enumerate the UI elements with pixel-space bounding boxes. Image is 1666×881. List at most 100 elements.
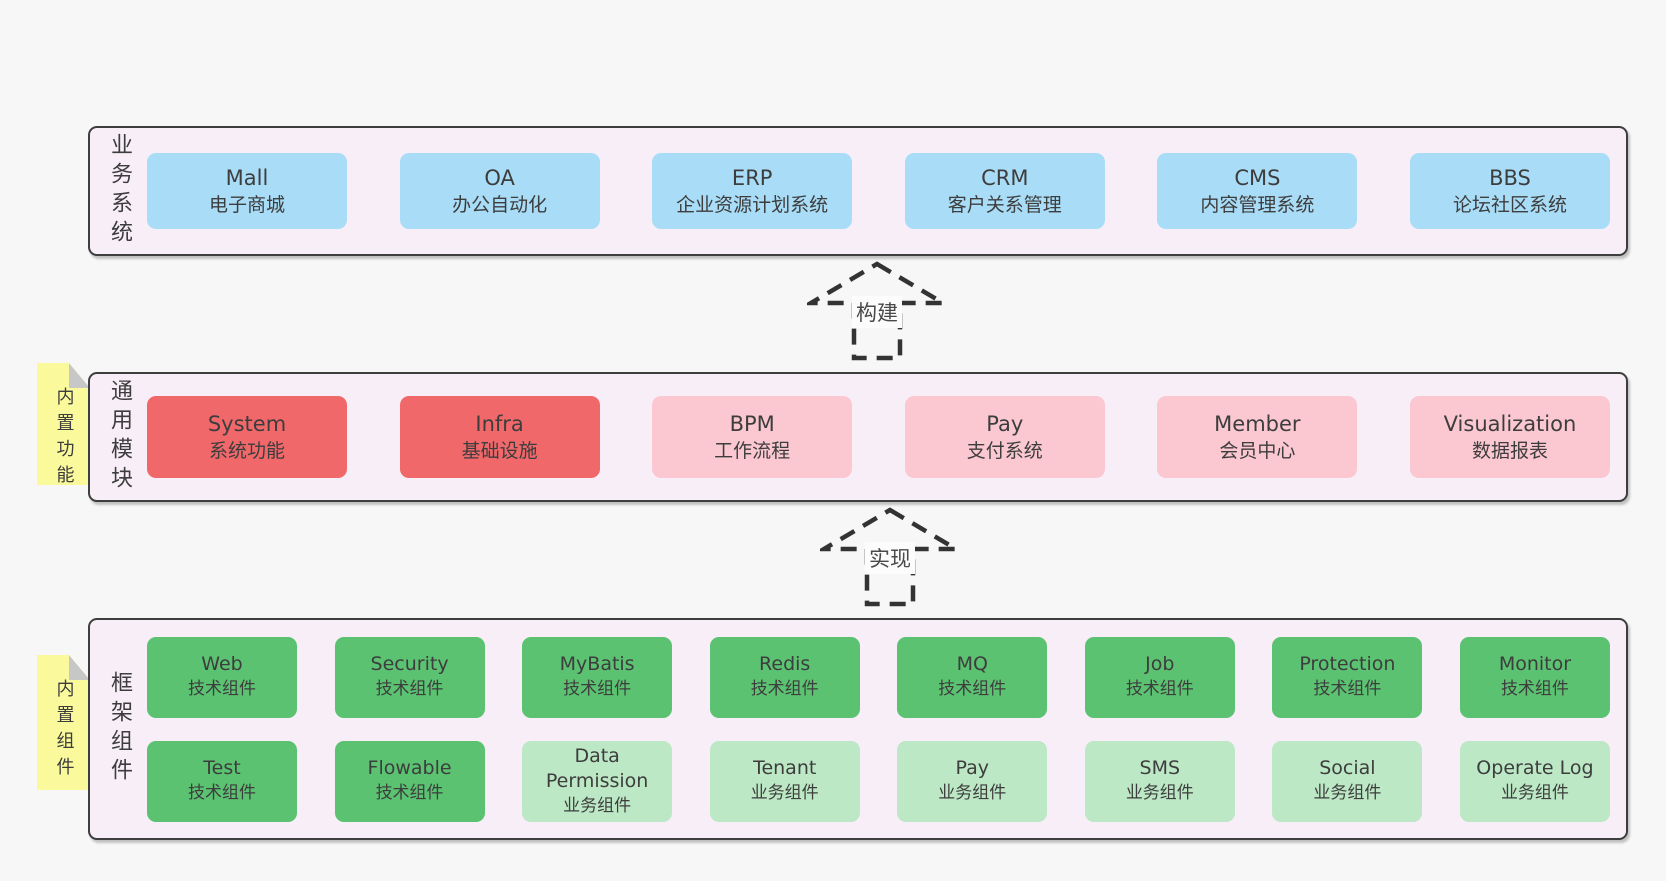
node-description: 技术组件 [188,783,256,803]
node-description: 会员中心 [1219,439,1296,462]
node-description: 技术组件 [563,679,632,699]
node-description: 业务组件 [1125,783,1194,803]
node-description: 数据报表 [1471,439,1548,462]
node-oa: OA 办公自动化 [399,153,600,229]
node-monitor: Monitor 技术组件 [1459,636,1610,718]
node-description: 系统功能 [208,439,285,462]
node-description: 技术组件 [188,679,256,699]
node-description: 电子商城 [208,193,285,216]
node-description: 技术组件 [375,679,444,699]
node-name: ERP [731,165,773,190]
node-security: Security 技术组件 [334,636,485,718]
node-description: 业务组件 [750,783,819,803]
node-mall: Mall 电子商城 [147,153,347,229]
node-description: 技术组件 [1313,679,1382,699]
node-description: 内容管理系统 [1200,193,1315,216]
node-description: 客户关系管理 [947,193,1062,216]
node-name: CRM [981,165,1029,190]
node-description: 技术组件 [375,783,444,803]
node-cms: CMS 内容管理系统 [1157,153,1358,229]
node-description: 技术组件 [750,679,819,699]
node-name: Pay [986,411,1024,436]
node-system: System 系统功能 [147,396,347,478]
node-name: Social [1319,757,1376,779]
sticky-tag-label: 内置组件 [53,679,75,783]
node-description: 技术组件 [938,679,1007,699]
arrow-implement-label: 实现 [865,542,915,574]
up-arrow-icon [807,261,947,361]
node-mybatis: MyBatis 技术组件 [522,636,673,718]
band-framework-components: 框架组件 Web 技术组件 Security 技术组件 MyBatis 技术组件 Redis 技… [88,618,1628,840]
arrow-build: 构建 [807,260,947,362]
node-name: Protection [1299,653,1396,675]
node-name: Data Permission [545,744,649,792]
sticky-tag-label: 内置功能 [53,387,75,491]
node-name: Job [1145,653,1175,675]
node-bpm: BPM 工作流程 [652,396,853,478]
node-name: Monitor [1498,653,1572,675]
node-description: 办公自动化 [452,193,548,216]
node-description: 工作流程 [714,439,791,462]
node-infra: Infra 基础设施 [399,396,600,478]
node-description: 论坛社区系统 [1452,193,1567,216]
sticky-tag-builtin-features: 内置功能 [37,363,90,485]
node-name: Flowable [367,757,452,779]
node-name: Operate Log [1476,757,1594,779]
arrow-implement: 实现 [820,506,960,608]
band-title: 通用模块 [107,379,132,495]
node-crm: CRM 客户关系管理 [904,153,1105,229]
node-name: System [207,411,287,436]
node-name: MQ [956,653,988,675]
node-description: 业务组件 [1500,783,1569,803]
node-name: Security [370,653,449,675]
node-web: Web 技术组件 [147,636,297,718]
node-name: Visualization [1443,411,1577,436]
node-description: 技术组件 [1500,679,1569,699]
folded-corner-icon [69,655,90,680]
node-protection: Protection 技术组件 [1272,636,1423,718]
node-name: MyBatis [559,653,635,675]
node-flowable: Flowable 技术组件 [334,740,485,822]
node-name: Web [201,653,243,675]
folded-corner-icon [69,363,90,388]
node-description: 技术组件 [1125,679,1194,699]
node-name: Mall [225,165,269,190]
node-description: 基础设施 [461,439,538,462]
node-name: BPM [729,411,775,436]
node-tenant: Tenant 业务组件 [709,740,860,822]
node-name: Infra [475,411,524,436]
node-name: Redis [759,653,811,675]
node-mq: MQ 技术组件 [897,636,1048,718]
node-name: OA [484,165,515,190]
node-name: CMS [1234,165,1281,190]
node-description: 业务组件 [563,795,632,816]
sticky-tag-builtin-components: 内置组件 [37,655,90,790]
node-description: 业务组件 [938,783,1007,803]
node-bbs: BBS 论坛社区系统 [1409,153,1610,229]
node-data-permission: Data Permission 业务组件 [522,740,673,822]
node-redis: Redis 技术组件 [709,636,860,718]
node-name: Tenant [753,757,817,779]
band-title: 业务系统 [107,133,132,249]
up-arrow-icon [820,507,960,607]
band-title: 框架组件 [107,671,132,787]
node-operate-log: Operate Log 业务组件 [1459,740,1610,822]
node-name: BBS [1489,165,1531,190]
node-visualization: Visualization 数据报表 [1409,396,1610,478]
